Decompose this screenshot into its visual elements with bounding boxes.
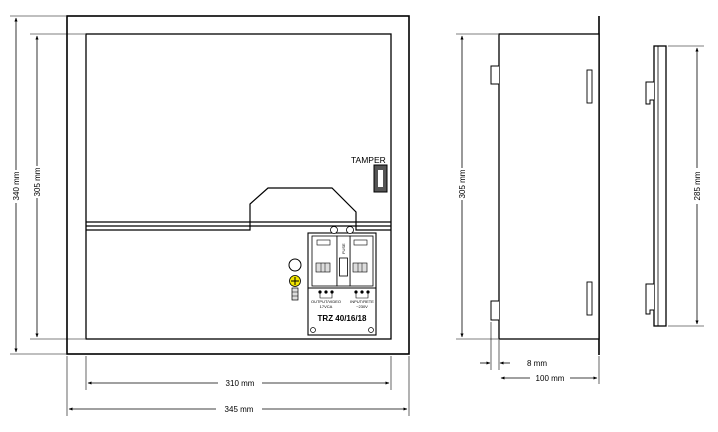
- side-latch-top: [586, 69, 593, 104]
- terminal-bracket: [319, 293, 333, 299]
- tamper-label: TAMPER: [351, 155, 386, 165]
- side-hinge-bottom: [490, 300, 499, 321]
- side-body: [498, 33, 600, 340]
- dim-label-305-side: 305 mm: [458, 169, 467, 198]
- dim-width-inner: 310 mm: [85, 356, 392, 390]
- transformer-unit: FUSE OUTPUT/VIDEO 17VCA INPUT/RETE ~230V…: [307, 226, 377, 336]
- dim-back-height: 285 mm: [668, 45, 704, 327]
- side-latch-bottom: [586, 281, 593, 316]
- tamper-switch-slot: [378, 170, 383, 187]
- dim-width-outer: 345 mm: [66, 356, 410, 416]
- output-module-slot: [316, 239, 331, 246]
- terminal-dot: [354, 290, 358, 294]
- front-inner-panel: [85, 33, 392, 340]
- fuse-screw-right: [346, 226, 354, 234]
- output-voltage: 17VCA: [320, 304, 333, 309]
- dim-label-8: 8 mm: [527, 359, 547, 368]
- dim-height-inner: 305 mm: [30, 33, 85, 340]
- output-terminal-block: [315, 262, 331, 273]
- dim-side-depth: 100 mm: [500, 356, 600, 384]
- fuse-label: FUSE: [341, 243, 346, 254]
- input-voltage: ~230V: [356, 304, 368, 309]
- dim-side-height: 305 mm: [456, 33, 498, 340]
- dim-label-345: 345 mm: [225, 405, 254, 414]
- front-view: TAMPER FUSE: [10, 15, 410, 416]
- terminal-bracket: [355, 293, 369, 299]
- input-terminal-block: [352, 262, 368, 273]
- front-lid-profile: [86, 187, 391, 231]
- terminal-dot: [330, 290, 334, 294]
- ground-screw: [288, 258, 302, 272]
- dim-label-310: 310 mm: [226, 379, 255, 388]
- terminal-dot: [324, 290, 328, 294]
- dim-label-305-front: 305 mm: [33, 167, 42, 196]
- side-view: 305 mm 8 mm 100 mm: [456, 16, 600, 384]
- mount-screw-left: [310, 327, 316, 333]
- dim-label-340: 340 mm: [12, 171, 21, 200]
- back-panel: [653, 45, 667, 327]
- terminal-dot: [366, 290, 370, 294]
- side-hinge-top: [490, 65, 499, 85]
- input-label: INPUT/RETE: [350, 299, 374, 304]
- output-label: OUTPUT/VIDEO: [311, 299, 341, 304]
- terminal-dot: [360, 290, 364, 294]
- fuse-cartridge: [339, 257, 348, 277]
- ground-connector: [291, 287, 299, 301]
- back-view: 285 mm: [645, 45, 704, 327]
- dim-height-outer: 340 mm: [10, 15, 66, 355]
- back-hook-bottom: [645, 283, 654, 315]
- fuse-screw-left: [330, 226, 338, 234]
- input-terminals: [354, 290, 370, 299]
- back-hook-top: [645, 81, 654, 105]
- transformer-model: TRZ 40/16/18: [318, 314, 367, 323]
- dim-side-wall: 8 mm: [480, 322, 547, 370]
- input-module-slot: [353, 239, 368, 246]
- output-terminals: [318, 290, 334, 299]
- dim-label-100: 100 mm: [536, 374, 565, 383]
- dim-label-285: 285 mm: [693, 171, 702, 200]
- terminal-dot: [318, 290, 322, 294]
- mount-screw-right: [368, 327, 374, 333]
